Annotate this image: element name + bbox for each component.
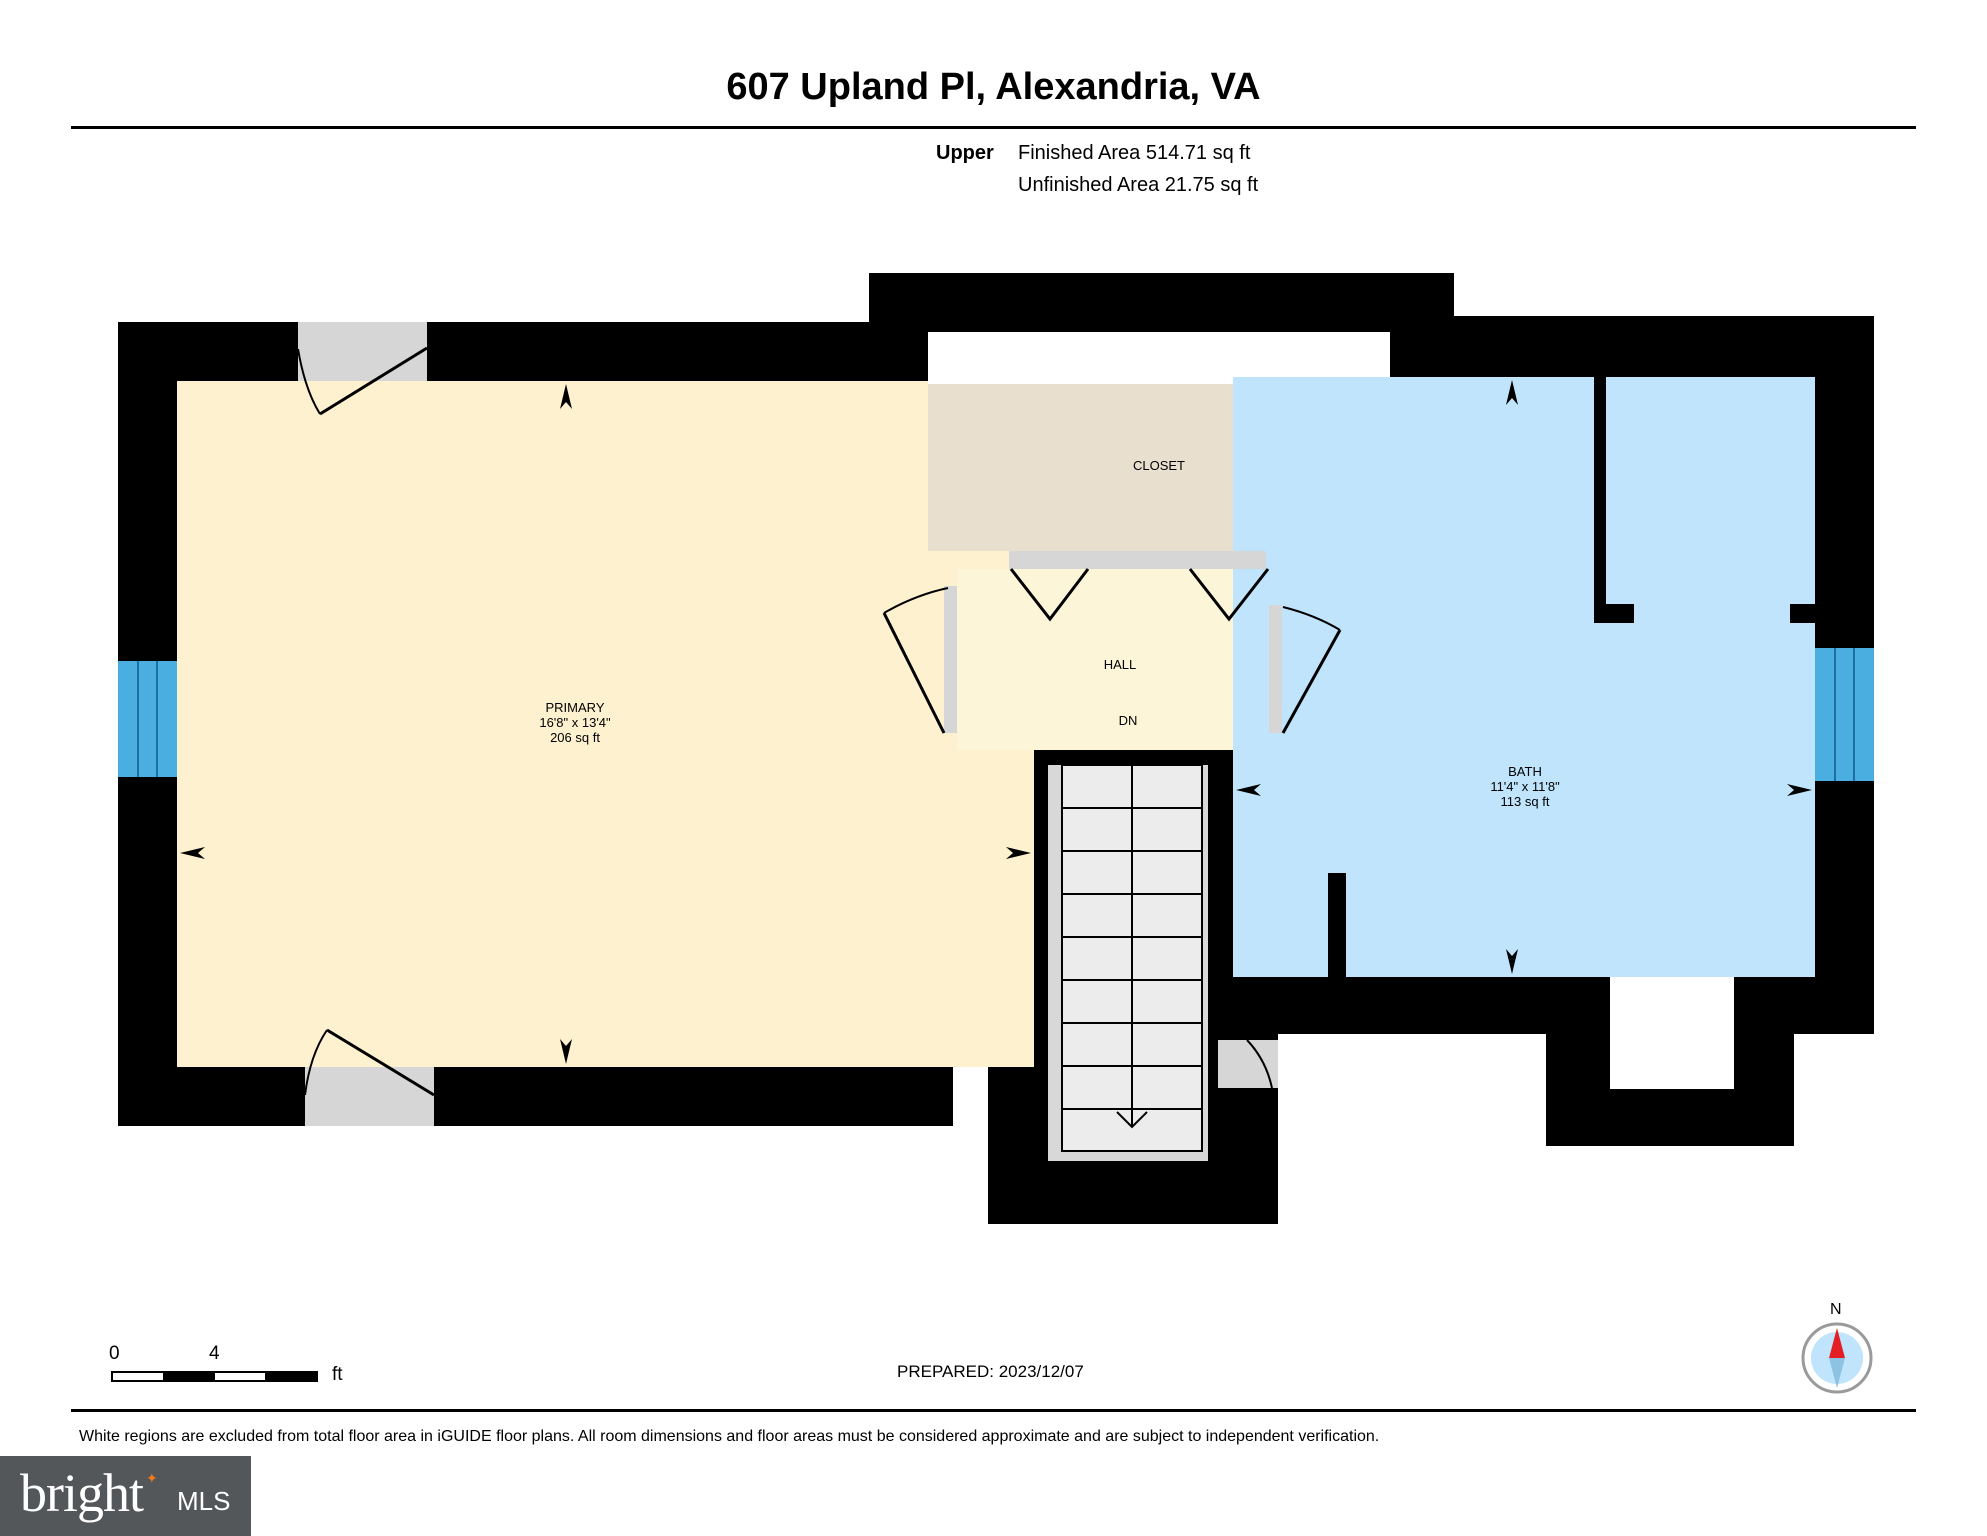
hall-door-right [1269, 605, 1282, 733]
bath-alcove [1610, 977, 1734, 1089]
hall-room [957, 569, 1269, 750]
scale-tick-2: 4 [209, 1343, 220, 1364]
closet-label: CLOSET [1132, 458, 1185, 473]
dimension-arrows [180, 380, 1812, 1064]
windows [118, 648, 1874, 781]
compass-north-label: N [1830, 1301, 1842, 1318]
stairs-down-label: DN [1118, 713, 1138, 728]
disclaimer-text: White regions are excluded from total fl… [79, 1428, 1380, 1445]
scale-tick-0: 0 [109, 1343, 120, 1364]
plan-title: 607 Upland Pl, Alexandria, VA [726, 66, 1261, 108]
primary-door-bottom [305, 1067, 434, 1126]
finished-area-label: Finished Area 514.71 sq ft [1018, 142, 1251, 164]
stair-landing-door [1218, 1040, 1278, 1088]
bath-fill-notch [1280, 570, 1290, 750]
closet-door-opening [1009, 551, 1266, 569]
bath-partition-upper [1594, 377, 1606, 623]
primary-door-top [298, 322, 427, 381]
primary-label: PRIMARY 16'8" x 13'4" 206 sq ft [539, 700, 611, 745]
hall-label: HALL [1103, 657, 1137, 672]
unfinished-area-label: Unfinished Area 21.75 sq ft [1018, 174, 1259, 196]
header-divider [71, 126, 1916, 129]
bath-label: BATH 11'4" x 11'8" 113 sq ft [1490, 764, 1560, 809]
bath-partition-right [1790, 604, 1815, 623]
bath-window [1815, 648, 1874, 781]
primary-room [177, 381, 1034, 1067]
staircase [1048, 764, 1208, 1161]
prepared-date: PREPARED: 2023/12/07 [897, 1362, 1084, 1381]
doors [298, 322, 1282, 1126]
bath-room [1233, 377, 1815, 977]
bath-partition-foot [1594, 604, 1634, 623]
spark-icon: ✦ [146, 1470, 158, 1486]
hall-door-left [944, 586, 957, 733]
footer-divider [71, 1409, 1916, 1412]
scale-bar [111, 1371, 318, 1382]
level-label: Upper [936, 142, 994, 164]
primary-window [118, 661, 177, 777]
scale-unit: ft [332, 1364, 343, 1385]
compass-icon [1801, 1322, 1873, 1394]
bright-mls-logo: bright ✦ MLS [0, 1456, 251, 1536]
bath-partition-lower [1328, 873, 1346, 977]
closet-top-strip [928, 332, 1390, 384]
